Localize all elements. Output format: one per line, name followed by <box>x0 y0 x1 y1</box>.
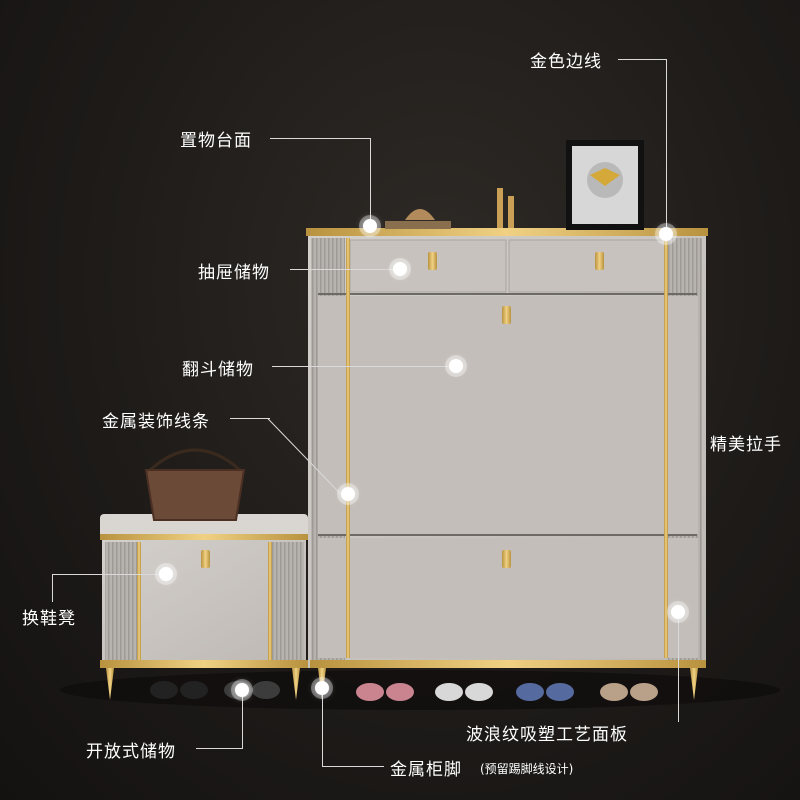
label-drawer-storage: 抽屉储物 <box>198 263 270 283</box>
handbag <box>144 448 246 521</box>
handle-icon <box>502 306 511 324</box>
label-wave-panel: 波浪纹吸塑工艺面板 <box>466 725 628 745</box>
hotspot-wave-panel <box>671 605 685 619</box>
handle-icon <box>502 550 511 568</box>
hotspot-top-surface <box>363 219 377 233</box>
handle-icon <box>595 252 604 270</box>
metal-leg <box>690 668 698 700</box>
shoe-bench <box>100 514 308 700</box>
hotspot-bench <box>159 567 173 581</box>
flip-panel-upper <box>318 296 698 534</box>
label-shoe-bench: 换鞋凳 <box>22 609 76 629</box>
gold-trim-left <box>346 238 350 658</box>
main-cabinet <box>306 228 708 700</box>
label-open-storage: 开放式储物 <box>86 742 176 762</box>
gold-trim-right <box>664 238 668 658</box>
handle-icon <box>428 252 437 270</box>
hotspot-metal-trim <box>341 487 355 501</box>
hotspot-metal-feet <box>315 681 329 695</box>
hotspot-gold-edge <box>659 227 673 241</box>
hotspot-flip <box>449 359 463 373</box>
hotspot-drawer <box>393 262 407 276</box>
label-metal-feet: 金属柜脚 <box>390 760 462 780</box>
drawer-right <box>508 239 666 293</box>
label-flip-storage: 翻斗储物 <box>182 360 254 380</box>
bench-cushion <box>100 514 308 538</box>
label-metal-feet-note: (预留踢脚线设计) <box>480 762 574 776</box>
shoes-row <box>356 683 658 701</box>
label-gold-edge: 金色边线 <box>530 52 602 72</box>
decor-items <box>385 140 644 230</box>
gold-top-edge <box>306 228 708 236</box>
label-top-surface: 置物台面 <box>180 131 252 151</box>
gold-base-edge <box>310 660 706 668</box>
label-fine-handle: 精美拉手 <box>710 435 782 455</box>
handle-icon <box>201 550 210 568</box>
hotspot-open-storage <box>235 683 249 697</box>
label-metal-trim: 金属装饰线条 <box>102 412 210 432</box>
